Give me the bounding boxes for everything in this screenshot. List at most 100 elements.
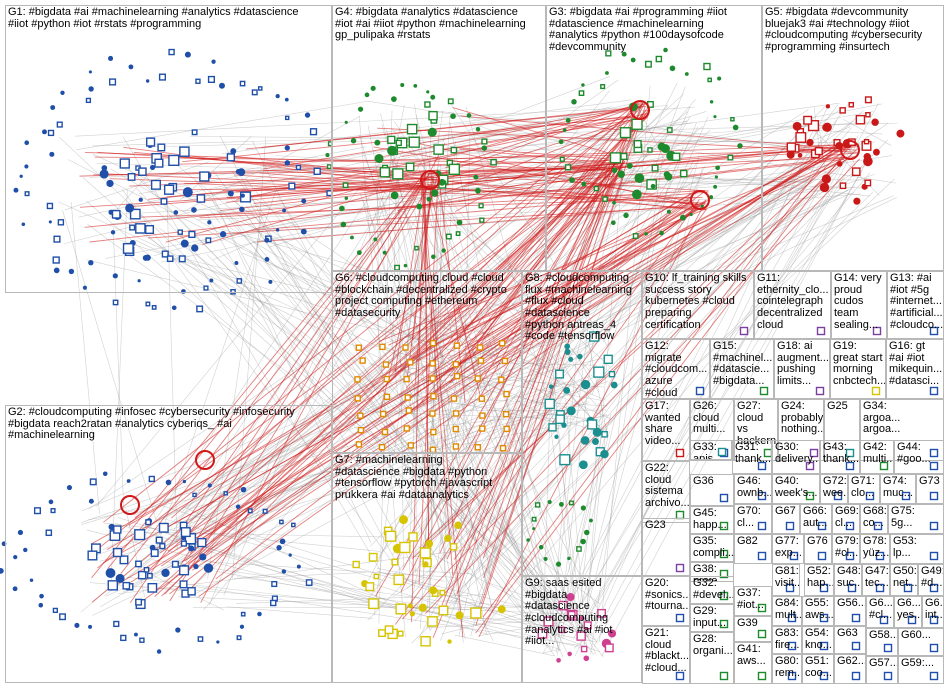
group-label-g76: G76 — [807, 536, 829, 548]
group-box-g17: G17: wanted share video... — [642, 399, 690, 461]
node — [172, 305, 177, 310]
group-label-g65: G6... yes... — [897, 598, 919, 621]
group-box-g15: G15: #machinel... #datascie... #bigdata.… — [710, 339, 774, 399]
group-box-g59: G59:... — [898, 656, 944, 684]
group-box-g66: G66: aut... — [800, 504, 832, 534]
group-box-g40: G40: week's... — [772, 474, 820, 504]
group-label-g4: G4: #bigdata #analytics #datascience #io… — [335, 7, 543, 42]
group-label-g80: G80: rem... — [775, 656, 799, 679]
group-box-g56: G56... — [834, 596, 866, 626]
group-box-g14: G14: very proud cudos team sealing... — [831, 271, 887, 339]
group-label-g64: G6... int... — [925, 598, 941, 621]
group-box-g4: G4: #bigdata #analytics #datascience #io… — [332, 5, 546, 271]
group-box-g53: G53: lp... — [890, 534, 944, 564]
group-label-g9: G9: saas esited #bigdata #datascience #c… — [525, 578, 639, 648]
group-box-g75: G75: 5g... — [888, 504, 944, 534]
group-box-g68: G68: co... — [860, 504, 888, 534]
group-label-g42: G42: multi... — [863, 442, 891, 465]
group-box-g63: G63 — [834, 626, 866, 654]
group-box-g35: G35: compli... — [690, 534, 734, 562]
node — [152, 306, 155, 309]
group-box-g6: G6: #cloudcomputing cloud #cloud #blockc… — [332, 271, 522, 453]
node — [0, 568, 4, 574]
group-box-g64: G6... int... — [922, 596, 944, 628]
group-box-g41: G41: aws... — [734, 642, 772, 684]
group-box-g71: G71: clo... — [848, 474, 880, 504]
group-label-g79: G79: #cl... — [835, 536, 857, 559]
group-box-g10: G10: lf_training skills success story ku… — [642, 271, 754, 339]
group-box-g5: G5: #bigdata #devcommunity bluejak3 #ai … — [762, 5, 944, 271]
group-label-g74: G74: muc... — [883, 476, 913, 499]
group-label-g3: G3: #bigdata #ai #programming #iiot #dat… — [549, 7, 759, 54]
group-label-g15: G15: #machinel... #datascie... #bigdata.… — [713, 341, 771, 388]
group-label-g51: G51: coo... — [805, 656, 831, 679]
group-label-g35: G35: compli... — [693, 536, 731, 559]
group-box-g67: G67 — [772, 504, 800, 534]
group-label-g1: G1: #bigdata #ai #machinelearning #analy… — [8, 7, 329, 30]
group-label-g43: G43: thank... — [823, 442, 857, 465]
group-box-g36: G36 — [690, 474, 734, 506]
group-box-g33: G33: apis... — [690, 440, 732, 460]
group-label-g46: G46: ownb... — [737, 476, 769, 499]
group-box-g43: G43: thank... — [820, 440, 860, 474]
group-box-g55: G55: aws... — [802, 596, 834, 626]
group-box-g30: G30: delivery... — [772, 440, 820, 474]
group-label-g39: G39 — [737, 618, 769, 630]
group-label-g59: G59:... — [901, 658, 941, 670]
group-label-g78: G78: yüz... — [863, 536, 887, 559]
group-label-g36: G36 — [693, 476, 731, 488]
group-box-g82: G82 — [734, 534, 772, 564]
group-box-g70: G70: cl... — [734, 504, 772, 534]
group-box-g16: G16: gt #ai #iot mikequin... #datasci... — [886, 339, 944, 399]
group-box-g9: G9: saas esited #bigdata #datascience #c… — [522, 576, 642, 683]
group-label-g41: G41: aws... — [737, 644, 769, 667]
group-label-g45: G45: happ... — [693, 508, 731, 531]
group-box-g31: G31: thank... — [732, 440, 772, 474]
group-label-g12: G12: migrate #cloudcom... azure #cloud m… — [645, 341, 707, 399]
group-box-g80: G80: rem... — [772, 654, 802, 684]
group-label-g34: G34: argoa... argoa... — [863, 401, 941, 436]
node — [113, 300, 117, 304]
group-label-g50: G50: net... — [893, 566, 915, 589]
group-box-g11: G11: ethernity_clo... cointelegraph dece… — [754, 271, 831, 339]
group-box-g2: G2: #cloudcomputing #infosec #cybersecur… — [5, 405, 332, 683]
group-box-g73: G73 — [916, 474, 944, 504]
group-box-g44: G44: #goo... — [894, 440, 944, 474]
group-label-g58: G58... — [869, 630, 895, 642]
group-label-g60: G60... — [901, 630, 941, 642]
group-label-g52: G52: hap... — [807, 566, 831, 589]
group-box-g60: G60... — [898, 628, 944, 656]
group-box-g49: G49: #d... — [918, 564, 944, 596]
group-label-g6: G6: #cloudcomputing cloud #cloud #blockc… — [335, 273, 519, 320]
group-box-g1: G1: #bigdata #ai #machinelearning #analy… — [5, 5, 332, 293]
group-label-g44: G44: #goo... — [897, 442, 941, 465]
node — [197, 306, 203, 312]
group-box-g19: G19: great start morning cnbctech... — [830, 339, 886, 399]
group-label-g71: G71: clo... — [851, 476, 877, 499]
group-box-g46: G46: ownb... — [734, 474, 772, 504]
group-label-g21: G21: cloud #blackt... #cloud... — [645, 628, 687, 675]
group-box-g61: G6... #cl... — [866, 596, 894, 628]
group-box-g79: G79: #cl... — [832, 534, 860, 564]
group-label-g47: G47: tec... — [865, 566, 887, 589]
group-label-g8: G8: #cloudcomputing flux #machinelearnin… — [525, 273, 639, 343]
group-label-g20: G20: #sonics... #tourna... — [645, 578, 687, 613]
group-label-g17: G17: wanted share video... — [645, 401, 687, 448]
group-box-g37: G37: #iot... — [734, 586, 772, 616]
group-box-g52: G52: hap... — [804, 564, 834, 596]
group-box-g12: G12: migrate #cloudcom... azure #cloud m… — [642, 339, 710, 399]
group-label-g29: G29: input... — [693, 606, 731, 629]
group-box-g78: G78: yüz... — [860, 534, 890, 564]
group-label-g2: G2: #cloudcomputing #infosec #cybersecur… — [8, 407, 329, 442]
group-box-g32: G32: #devel... — [690, 576, 734, 604]
group-label-g16: G16: gt #ai #iot mikequin... #datasci... — [889, 341, 941, 388]
group-box-g51: G51: coo... — [802, 654, 834, 684]
group-label-g62: G62... — [837, 656, 863, 668]
group-label-g14: G14: very proud cudos team sealing... — [834, 273, 884, 331]
group-box-g20: G20: #sonics... #tourna... — [642, 576, 690, 626]
group-box-g48: G48: suc... — [834, 564, 862, 596]
group-box-g22: G22: cloud sistema archivo... — [642, 461, 690, 523]
group-label-g67: G67 — [775, 506, 797, 518]
group-box-g57: G57... — [866, 656, 898, 684]
group-label-g11: G11: ethernity_clo... cointelegraph dece… — [757, 273, 828, 331]
